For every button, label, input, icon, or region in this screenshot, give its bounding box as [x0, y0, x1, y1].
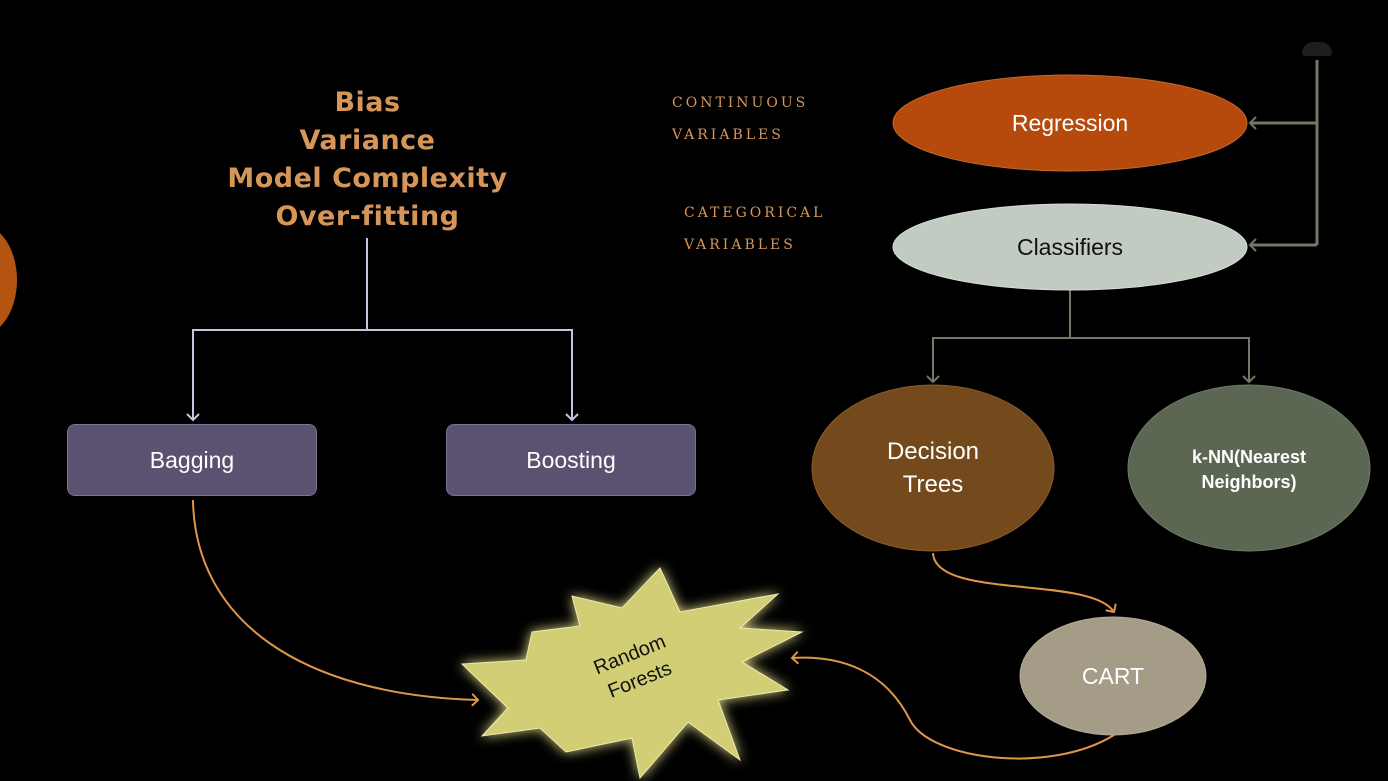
connector-to-knn	[1070, 337, 1256, 384]
knn-node-shape	[1127, 384, 1371, 552]
knn-line1: k-NN(Nearest	[1191, 447, 1307, 467]
decision-trees-line2: Trees	[902, 471, 964, 498]
continuous-variables-label: continuous variables	[672, 84, 808, 148]
boosting-node: Boosting	[446, 424, 696, 496]
connector-to-boosting	[367, 329, 579, 422]
classifiers-node-label: Classifiers	[1016, 233, 1124, 260]
categorical-label-line2: variables	[684, 230, 796, 254]
connector-bagging-to-random-forests	[192, 499, 480, 707]
connector-to-bagging	[186, 329, 367, 422]
knn-node-label: k-NN(Nearest Neighbors)	[1128, 440, 1370, 500]
decision-trees-line1: Decision	[886, 438, 980, 465]
connector-to-decision-trees	[926, 337, 1070, 384]
knn-line2: Neighbors)	[1201, 472, 1297, 492]
connector-decision-trees-to-cart	[932, 552, 1117, 614]
categorical-variables-label: categorical variables	[684, 194, 825, 258]
classifiers-node-shape	[892, 203, 1248, 291]
concept-list: Bias Variance Model Complexity Over-fitt…	[200, 84, 535, 236]
decision-trees-node-shape	[811, 384, 1055, 552]
concept-model-complexity: Model Complexity	[227, 163, 508, 194]
cart-node-label: CART	[1081, 662, 1145, 689]
regression-node-shape	[892, 74, 1248, 172]
concept-bias: Bias	[334, 87, 401, 118]
random-forests-starburst	[460, 567, 804, 780]
concept-over-fitting: Over-fitting	[275, 201, 460, 232]
decision-trees-node-label: Decision Trees	[812, 420, 1054, 516]
regression-node-label: Regression	[1011, 109, 1129, 136]
continuous-label-line1: continuous	[672, 88, 809, 112]
concept-variance: Variance	[299, 125, 436, 156]
connector-cart-to-random-forests	[790, 650, 1115, 760]
categorical-label-line1: categorical	[684, 198, 826, 222]
bagging-node: Bagging	[67, 424, 317, 496]
continuous-label-line2: variables	[672, 120, 784, 144]
cart-node-shape	[1019, 616, 1207, 736]
decorative-corner-shape	[1302, 42, 1332, 56]
